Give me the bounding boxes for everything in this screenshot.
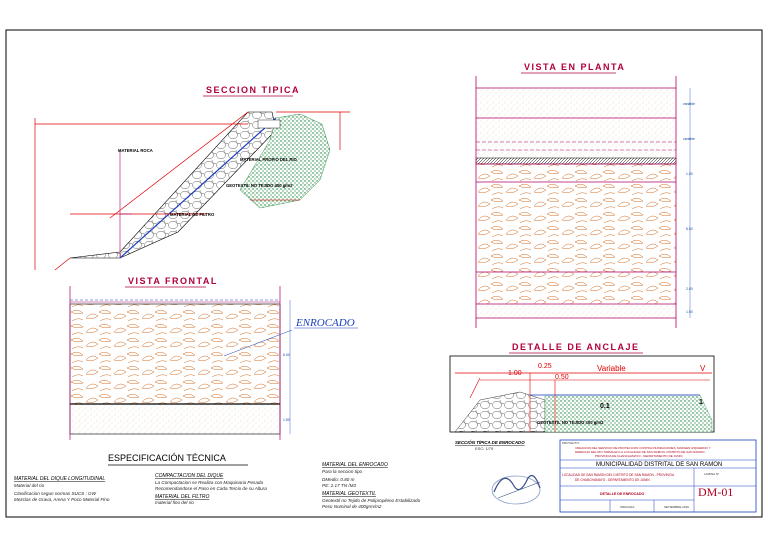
seccion-tipica: SECCION TIPICA MATERIAL ROCA MATERIAL PR… bbox=[34, 85, 350, 271]
planta-dim-1: variable bbox=[683, 102, 695, 106]
spec-dique-2: Clasificacion segun normas SUCS : GW bbox=[14, 491, 97, 496]
vista-frontal-title: VISTA FRONTAL bbox=[128, 276, 218, 286]
spec-comp-1: La Compactacion se Realiza con Maquinari… bbox=[155, 480, 263, 485]
anclaje-dim-025: 0.25 bbox=[538, 363, 552, 370]
spec-geo-1: Geotextil no Tejido de Polipropileno Est… bbox=[322, 498, 421, 503]
planta-dim-2: variable bbox=[683, 137, 695, 141]
spec-enroc-1: Para la seccion tipo bbox=[322, 469, 363, 474]
anclaje-v: V bbox=[700, 364, 706, 373]
signature-stamp bbox=[491, 475, 541, 505]
title-block: PROYECTO: CREACION DEL SERVICIO DE PROTE… bbox=[559, 439, 757, 513]
tb-project-3: PROVINCIA DE CHANCHAMAYO - DEPARTAMENTO … bbox=[595, 454, 682, 458]
spec-dique-heading: MATERIAL DEL DIQUE LONGITUDINAL bbox=[14, 476, 105, 482]
vista-planta-title: VISTA EN PLANTA bbox=[524, 62, 625, 72]
tb-sheet-label: LAMINA N° bbox=[704, 472, 720, 476]
tb-scale: INDICADA bbox=[620, 505, 634, 509]
seccion-tipica-title: SECCION TIPICA bbox=[206, 85, 300, 95]
spec-filtro-1: material fino del rio bbox=[155, 500, 194, 505]
tb-date: SETIEMBRE 2019 bbox=[664, 505, 689, 509]
vista-frontal: VISTA FRONTAL 6.00 1.50 ENROCADO bbox=[69, 276, 358, 440]
tb-sheet-number: DM-01 bbox=[698, 485, 733, 499]
label-material-filtro: MATERIAL DE FILTRO bbox=[170, 212, 215, 217]
label-geotextil: GEOTEXTIL NO TEJIDO 400 g/m2 bbox=[226, 183, 293, 188]
spec-filtro-heading: MATERIAL DEL FILTRO bbox=[155, 494, 209, 500]
tb-project-2: DERECHO DEL RIO TARMA EN LA LOCALIDAD DE… bbox=[575, 450, 706, 454]
tb-drawing-name: DETALLE DE ENROCADO bbox=[600, 492, 644, 496]
anclaje-dim-050: 0.50 bbox=[555, 374, 569, 381]
material-propio-area bbox=[239, 113, 331, 209]
especificacion-tecnica: ESPECIFICACIÓN TÉCNICA MATERIAL DEL DIQU… bbox=[14, 453, 421, 509]
enrocado-callout: ENROCADO bbox=[295, 317, 355, 329]
sheet-border bbox=[5, 29, 763, 518]
planta-dim-3: 1.00 bbox=[686, 172, 693, 176]
anclaje-side-1: 1 bbox=[699, 399, 703, 406]
frontal-rock-area bbox=[69, 303, 281, 405]
tb-location-2: DE CHANCHAMAYO - DEPARTAMENTO DE JUNIN bbox=[575, 478, 650, 482]
planta-dim-6: 1.00 bbox=[686, 310, 693, 314]
spec-geo-2: Peso Nominal de 400grm/m2 bbox=[322, 504, 382, 509]
tb-project-1: CREACION DEL SERVICIO DE PROTECCION CONT… bbox=[575, 446, 711, 450]
frontal-dim-top: 6.00 bbox=[283, 353, 290, 357]
spec-comp-heading: COMPACTACION DEL DIQUE bbox=[155, 473, 224, 479]
spec-enroc-3: PE: 2.17 TN /M3 bbox=[322, 483, 356, 488]
tb-municipality: MUNICIPALIDAD DISTRITAL DE SAN RAMON bbox=[596, 462, 722, 468]
seccion-enrocado-caption: SECCIÓN TÍPICA DE ENROCADO bbox=[455, 440, 525, 445]
planta-dim-4: 6.00 bbox=[686, 227, 693, 231]
seccion-enrocado-scale: ESC: 1/75 bbox=[475, 446, 494, 451]
vista-en-planta: VISTA EN PLANTA variable variable 1.00 6… bbox=[475, 62, 695, 328]
spec-dique-3: Mezclas de Grava, Arena Y Poco Material … bbox=[14, 497, 110, 502]
detalle-anclaje-title: DETALLE DE ANCLAJE bbox=[512, 342, 640, 352]
anclaje-side-01: 0.1 bbox=[600, 403, 610, 410]
spec-comp-2: Recomendandose el Paso en Cada Tercio de… bbox=[155, 486, 267, 491]
tb-location-1: LOCALIDAD DE SAN RAMON DEL DISTRITO DE S… bbox=[562, 473, 675, 477]
spec-dique-1: Material del rio bbox=[14, 483, 45, 488]
detalle-anclaje: DETALLE DE ANCLAJE 1.00 0.25 0.50 Variab… bbox=[449, 342, 715, 451]
anclaje-variable: Variable bbox=[597, 364, 626, 373]
spec-enroc-2: DMedio: 0.80 m bbox=[322, 477, 355, 482]
frontal-dim-bottom: 1.50 bbox=[283, 418, 290, 422]
tb-project-label: PROYECTO: bbox=[562, 441, 580, 445]
anclaje-geotextil: GEOTEXTIL NO TEJIDO 400 g/m2 bbox=[537, 420, 604, 425]
anclaje-dim-100: 1.00 bbox=[508, 370, 522, 377]
label-material-propio: MATERIAL PROPIO DEL RIO bbox=[240, 157, 298, 162]
spec-geo-heading: MATERIAL GEOTEXTIL bbox=[322, 491, 376, 497]
planta-dim-5: 2.00 bbox=[686, 287, 693, 291]
frontal-filter-area bbox=[69, 403, 281, 435]
label-material-roca: MATERIAL ROCA bbox=[118, 148, 153, 153]
geotextile-line bbox=[119, 117, 277, 259]
especificacion-title: ESPECIFICACIÓN TÉCNICA bbox=[108, 453, 226, 463]
spec-enroc-heading: MATERIAL DEL ENROCADO bbox=[322, 462, 388, 468]
